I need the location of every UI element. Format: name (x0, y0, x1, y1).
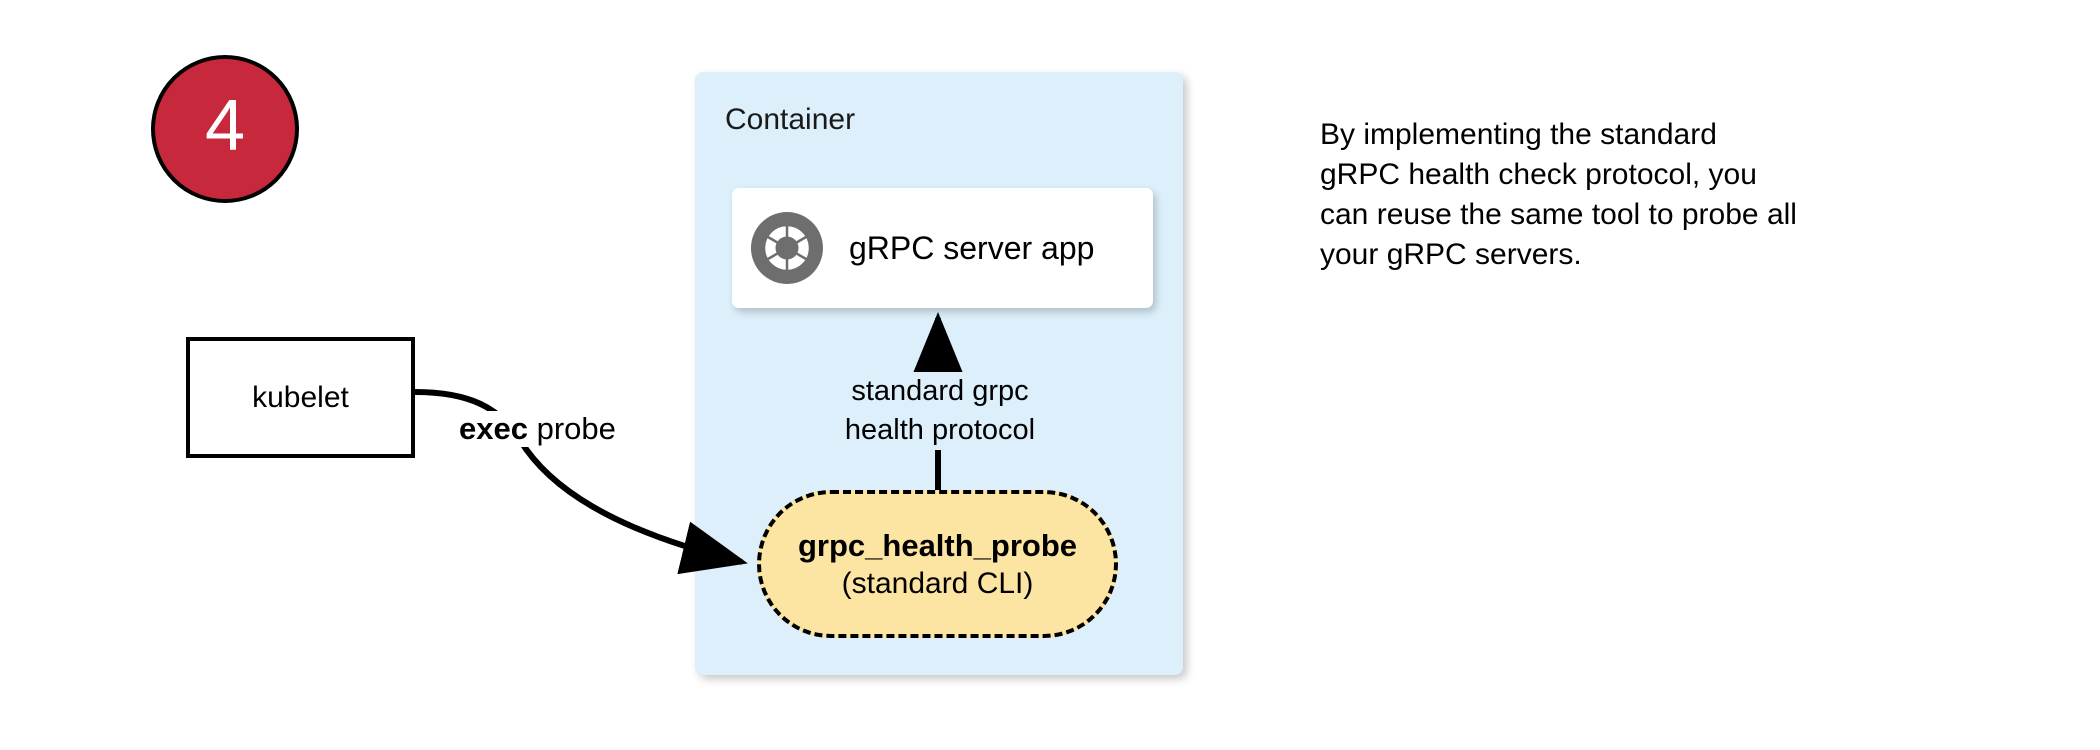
caption-line-1: By implementing the standard (1320, 118, 1717, 151)
exec-probe-keyword: exec (459, 411, 528, 446)
caption-line-2: gRPC health check protocol, you (1320, 158, 1757, 191)
caption-line-3: can reuse the same tool to probe all (1320, 198, 1797, 231)
exec-probe-suffix: probe (527, 411, 616, 446)
kubelet-box: kubelet (186, 337, 415, 458)
grpc-server-label: gRPC server app (849, 229, 1095, 266)
health-protocol-label: standard grpc health protocol (820, 372, 1060, 450)
exec-probe-label: exec probe (455, 411, 620, 447)
explanation-caption: By implementing the standard gRPC health… (1320, 115, 1900, 275)
caption-line-4: your gRPC servers. (1320, 238, 1582, 271)
step-number-label: 4 (204, 86, 246, 166)
health-protocol-line2: health protocol (844, 414, 1036, 446)
kubelet-label: kubelet (252, 380, 349, 414)
grpc-server-card: gRPC server app (732, 188, 1153, 308)
container-title: Container (725, 103, 856, 136)
step-number-badge: 4 (151, 55, 299, 203)
grpc-health-probe-subtitle: (standard CLI) (841, 566, 1034, 600)
grpc-health-probe-name: grpc_health_probe (797, 527, 1078, 563)
health-protocol-line1: standard grpc (851, 375, 1029, 407)
grpc-aperture-icon (751, 212, 823, 284)
grpc-health-probe-node: grpc_health_probe (standard CLI) (757, 490, 1118, 638)
